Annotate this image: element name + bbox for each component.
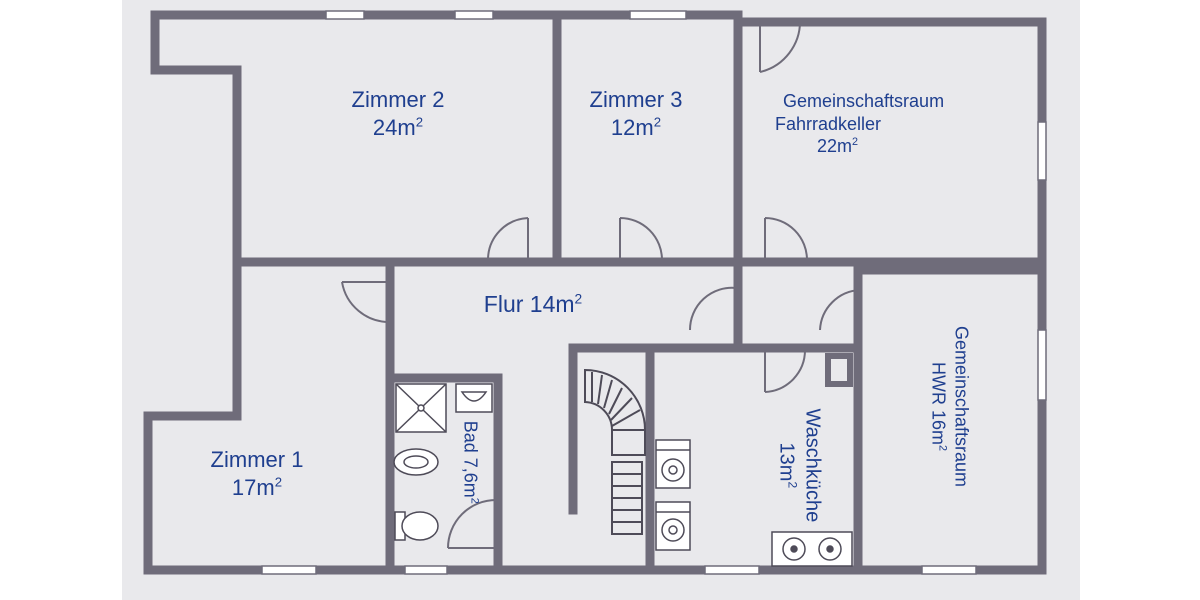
room-label-zimmer1: Zimmer 1 17m2 — [192, 446, 322, 501]
laundry-fixtures — [655, 439, 853, 567]
bath-fixtures — [393, 383, 493, 541]
door-swing-icon — [759, 19, 802, 73]
window-icon — [1037, 329, 1047, 401]
spiral-staircase-icon — [584, 368, 646, 535]
room-area: 24m2 — [372, 114, 424, 140]
window-icon — [1037, 121, 1047, 181]
door-swing-icon — [486, 217, 529, 261]
room-label-zimmer2: Zimmer 2 24m2 — [330, 86, 466, 141]
window-icon — [404, 565, 448, 575]
door-swing-icon — [764, 349, 807, 393]
door-swing-icon — [764, 217, 808, 261]
door-swing-icon — [619, 217, 663, 261]
room-name: Gemeinschaftsraum — [951, 325, 972, 488]
door-swing-icon — [447, 499, 497, 549]
room-name: Bad 7,6m — [460, 420, 481, 498]
window-icon — [454, 10, 494, 20]
room-name: Zimmer 2 — [351, 87, 445, 112]
bathtub-icon — [393, 448, 439, 476]
wall-stair — [568, 343, 655, 515]
sink-icon — [455, 383, 493, 413]
shower-icon — [395, 383, 447, 433]
windows — [261, 10, 1047, 575]
room-label-gemeinschaftsraum-hwr: Gemeinschaftsraum HWR 16m2 — [928, 317, 973, 497]
window-icon — [629, 10, 687, 20]
room-label-zimmer3: Zimmer 3 12m2 — [574, 86, 698, 141]
walls — [143, 10, 1047, 575]
room-label-bad: Bad 7,6m2 — [459, 402, 482, 522]
room-name: Flur 14m — [483, 291, 575, 317]
room-area-exponent: 2 — [574, 291, 583, 307]
window-icon — [704, 565, 760, 575]
washing-machine-icon — [655, 501, 691, 551]
room-subname: HWR 16m2 — [929, 361, 949, 452]
room-subname: Fahrradkeller — [775, 113, 882, 134]
door-swing-icon — [819, 289, 861, 331]
room-area: 17m2 — [231, 474, 283, 500]
paper-background — [122, 0, 1080, 600]
window-icon — [261, 565, 317, 575]
room-label-flur: Flur 14m2 — [458, 290, 608, 319]
room-area: 13m2 — [775, 442, 800, 489]
room-label-gemeinschaftsraum-keller: Gemeinschaftsraum Fahrradkeller 22m2 — [775, 90, 995, 158]
doors — [341, 19, 861, 549]
room-name: Zimmer 1 — [210, 447, 304, 472]
room-label-waschkueche: Waschküche 13m2 — [774, 400, 825, 530]
toilet-icon — [394, 511, 439, 541]
window-icon — [921, 565, 977, 575]
washing-machine-icon — [655, 439, 691, 489]
door-swing-icon — [341, 281, 391, 324]
room-name: Waschküche — [801, 408, 824, 523]
door-swing-icon — [688, 286, 737, 331]
wall-pillar — [825, 353, 853, 387]
laundry-sink-icon — [771, 531, 853, 567]
room-area: 12m2 — [610, 114, 662, 140]
room-name: Zimmer 3 — [589, 87, 683, 112]
window-icon — [325, 10, 365, 20]
room-area: 22m2 — [817, 136, 859, 156]
room-area-exponent: 2 — [468, 497, 481, 504]
room-name: Gemeinschaftsraum — [783, 91, 945, 111]
